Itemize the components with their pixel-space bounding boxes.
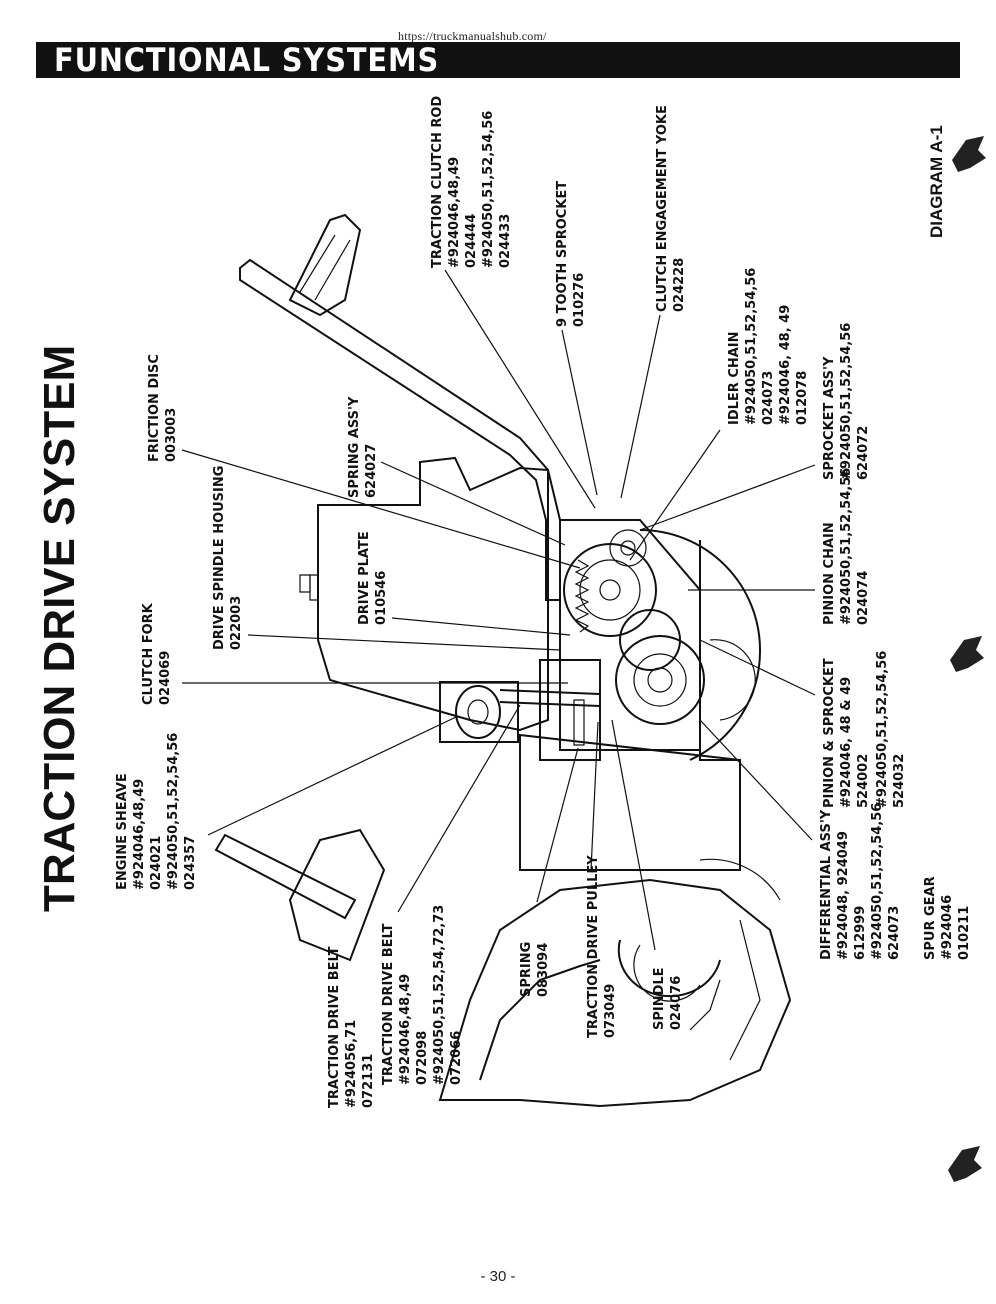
svg-text:SPUR GEAR: SPUR GEAR: [923, 876, 938, 960]
svg-text:024433: 024433: [498, 214, 513, 268]
page-number: - 30 -: [480, 1268, 516, 1285]
svg-text:024357: 024357: [183, 836, 198, 890]
svg-text:#924050,51,52,54,56: #924050,51,52,54,56: [870, 803, 885, 960]
svg-text:524002: 524002: [856, 754, 871, 808]
svg-text:#924046, 48 & 49: #924046, 48 & 49: [839, 677, 854, 808]
svg-text:072066: 072066: [449, 1031, 464, 1085]
svg-text:024074: 024074: [856, 571, 871, 625]
svg-text:010211: 010211: [957, 906, 972, 960]
svg-text:073049: 073049: [603, 984, 618, 1038]
callout-clutch-fork: CLUTCH FORK 024069: [141, 602, 173, 705]
leader-lines: [181, 269, 816, 951]
svg-text:524032: 524032: [892, 754, 907, 808]
svg-text:CLUTCH ENGAGEMENT YOKE: CLUTCH ENGAGEMENT YOKE: [655, 105, 670, 312]
svg-text:SPRING: SPRING: [519, 942, 534, 997]
callout-clutch-engagement-yoke: CLUTCH ENGAGEMENT YOKE 024228: [655, 105, 687, 312]
svg-text:072098: 072098: [415, 1031, 430, 1085]
svg-text:012078: 012078: [795, 371, 810, 425]
callout-spring-assy: SPRING ASS'Y 624027: [347, 396, 379, 498]
diagram-title: TRACTION DRIVE SYSTEM: [35, 345, 84, 912]
svg-text:PINION CHAIN: PINION CHAIN: [822, 522, 837, 625]
svg-text:010276: 010276: [572, 273, 587, 327]
callout-pinion-chain: PINION CHAIN #924050,51,52,54,56 024074: [822, 468, 871, 625]
svg-text:024444: 024444: [464, 214, 479, 268]
svg-text:#924046,48,49: #924046,48,49: [132, 779, 147, 890]
svg-text:IDLER CHAIN: IDLER CHAIN: [727, 331, 742, 425]
callout-drive-plate: DRIVE PLATE 010546: [357, 531, 389, 625]
callout-spur-gear: SPUR GEAR #924046 010211: [923, 876, 972, 960]
svg-text:024228: 024228: [672, 258, 687, 312]
svg-text:624027: 624027: [364, 444, 379, 498]
binder-hole-mark-bottom: [948, 1146, 982, 1182]
svg-text:TRACTION DRIVE PULLEY: TRACTION DRIVE PULLEY: [586, 855, 601, 1038]
callout-sprocket-assy: SPROCKET ASS'Y #924050,51,52,54,56 62407…: [822, 323, 871, 480]
callout-traction-clutch-rod: TRACTION CLUTCH ROD #924046,48,49 024444…: [430, 96, 513, 268]
svg-text:#924048, 924049: #924048, 924049: [836, 831, 851, 960]
svg-text:003003: 003003: [164, 408, 179, 462]
svg-text:CLUTCH FORK: CLUTCH FORK: [141, 602, 156, 705]
svg-text:#924046,48,49: #924046,48,49: [447, 157, 462, 268]
callout-spring: SPRING 083094: [519, 942, 551, 997]
callout-spindle: SPINDLE 024076: [652, 967, 684, 1030]
callout-pinion-sprocket-alt: #924050,51,52,54,56 524032: [875, 651, 907, 808]
svg-text:#924046: #924046: [940, 895, 955, 960]
svg-text:SPROCKET ASS'Y: SPROCKET ASS'Y: [822, 356, 837, 480]
callout-9-tooth-sprocket: 9 TOOTH SPROCKET 010276: [555, 181, 587, 327]
svg-text:#924050,51,52,54,56: #924050,51,52,54,56: [839, 468, 854, 625]
svg-text:#924050,51,52,54,56: #924050,51,52,54,56: [744, 268, 759, 425]
callout-idler-chain: IDLER CHAIN #924050,51,52,54,56 024073 #…: [727, 268, 810, 425]
machine-drawing: [214, 213, 792, 1108]
svg-text:TRACTION DRIVE BELT: TRACTION DRIVE BELT: [327, 946, 342, 1108]
svg-text:022003: 022003: [229, 596, 244, 650]
svg-text:#924050,51,52,54,56: #924050,51,52,54,56: [875, 651, 890, 808]
svg-text:#924056,71: #924056,71: [344, 1020, 359, 1108]
binder-hole-mark-top: [952, 136, 986, 172]
svg-text:DRIVE PLATE: DRIVE PLATE: [357, 531, 372, 625]
svg-text:#924046, 48, 49: #924046, 48, 49: [778, 305, 793, 425]
callout-friction-disc: FRICTION DISC 003003: [147, 354, 179, 462]
section-title: FUNCTIONAL SYSTEMS: [54, 41, 440, 79]
svg-text:ENGINE SHEAVE: ENGINE SHEAVE: [115, 773, 130, 890]
svg-text:#924050,51,52,54,56: #924050,51,52,54,56: [481, 111, 496, 268]
callout-traction-drive-pulley: TRACTION DRIVE PULLEY 073049: [586, 855, 618, 1038]
svg-text:024076: 024076: [669, 976, 684, 1030]
svg-text:#924050,51,52,54,56: #924050,51,52,54,56: [166, 733, 181, 890]
svg-text:9 TOOTH SPROCKET: 9 TOOTH SPROCKET: [555, 181, 570, 327]
svg-text:DIFFERENTIAL ASS'Y: DIFFERENTIAL ASS'Y: [819, 809, 834, 960]
svg-text:TRACTION CLUTCH ROD: TRACTION CLUTCH ROD: [430, 96, 445, 268]
diagram-number: DIAGRAM A-1: [927, 125, 946, 238]
svg-text:024021: 024021: [149, 836, 164, 890]
svg-text:#924050,51,52,54,56: #924050,51,52,54,56: [839, 323, 854, 480]
callout-traction-drive-belt-a: TRACTION DRIVE BELT #924056,71 072131: [327, 946, 376, 1108]
callout-drive-spindle-housing: DRIVE SPINDLE HOUSING 022003: [212, 466, 244, 650]
svg-text:083094: 083094: [536, 943, 551, 997]
svg-text:SPRING ASS'Y: SPRING ASS'Y: [347, 396, 362, 498]
svg-text:TRACTION DRIVE BELT: TRACTION DRIVE BELT: [381, 923, 396, 1085]
svg-text:624072: 624072: [856, 426, 871, 480]
svg-text:DRIVE SPINDLE HOUSING: DRIVE SPINDLE HOUSING: [212, 466, 227, 650]
callout-engine-sheave: ENGINE SHEAVE #924046,48,49 024021 #9240…: [115, 733, 198, 890]
section-header-bar: FUNCTIONAL SYSTEMS: [36, 42, 960, 78]
callout-differential-assy: DIFFERENTIAL ASS'Y #924048, 924049 61299…: [819, 803, 902, 960]
svg-text:SPINDLE: SPINDLE: [652, 967, 667, 1030]
svg-text:PINION & SPROCKET: PINION & SPROCKET: [822, 658, 837, 808]
svg-text:010546: 010546: [374, 571, 389, 625]
binder-hole-mark-middle: [950, 636, 984, 672]
svg-text:624073: 624073: [887, 906, 902, 960]
svg-text:612999: 612999: [853, 906, 868, 960]
svg-text:#924046,48,49: #924046,48,49: [398, 974, 413, 1085]
source-url[interactable]: https://truckmanualshub.com/: [398, 29, 547, 43]
svg-text:FRICTION DISC: FRICTION DISC: [147, 354, 162, 462]
callout-traction-drive-belt-b: TRACTION DRIVE BELT #924046,48,49 072098…: [381, 905, 464, 1085]
svg-text:024073: 024073: [761, 371, 776, 425]
callout-pinion-sprocket: PINION & SPROCKET #924046, 48 & 49 52400…: [822, 658, 871, 808]
svg-text:072131: 072131: [361, 1054, 376, 1108]
svg-text:#924050,51,52,54,72,73: #924050,51,52,54,72,73: [432, 905, 447, 1085]
svg-text:024069: 024069: [158, 651, 173, 705]
